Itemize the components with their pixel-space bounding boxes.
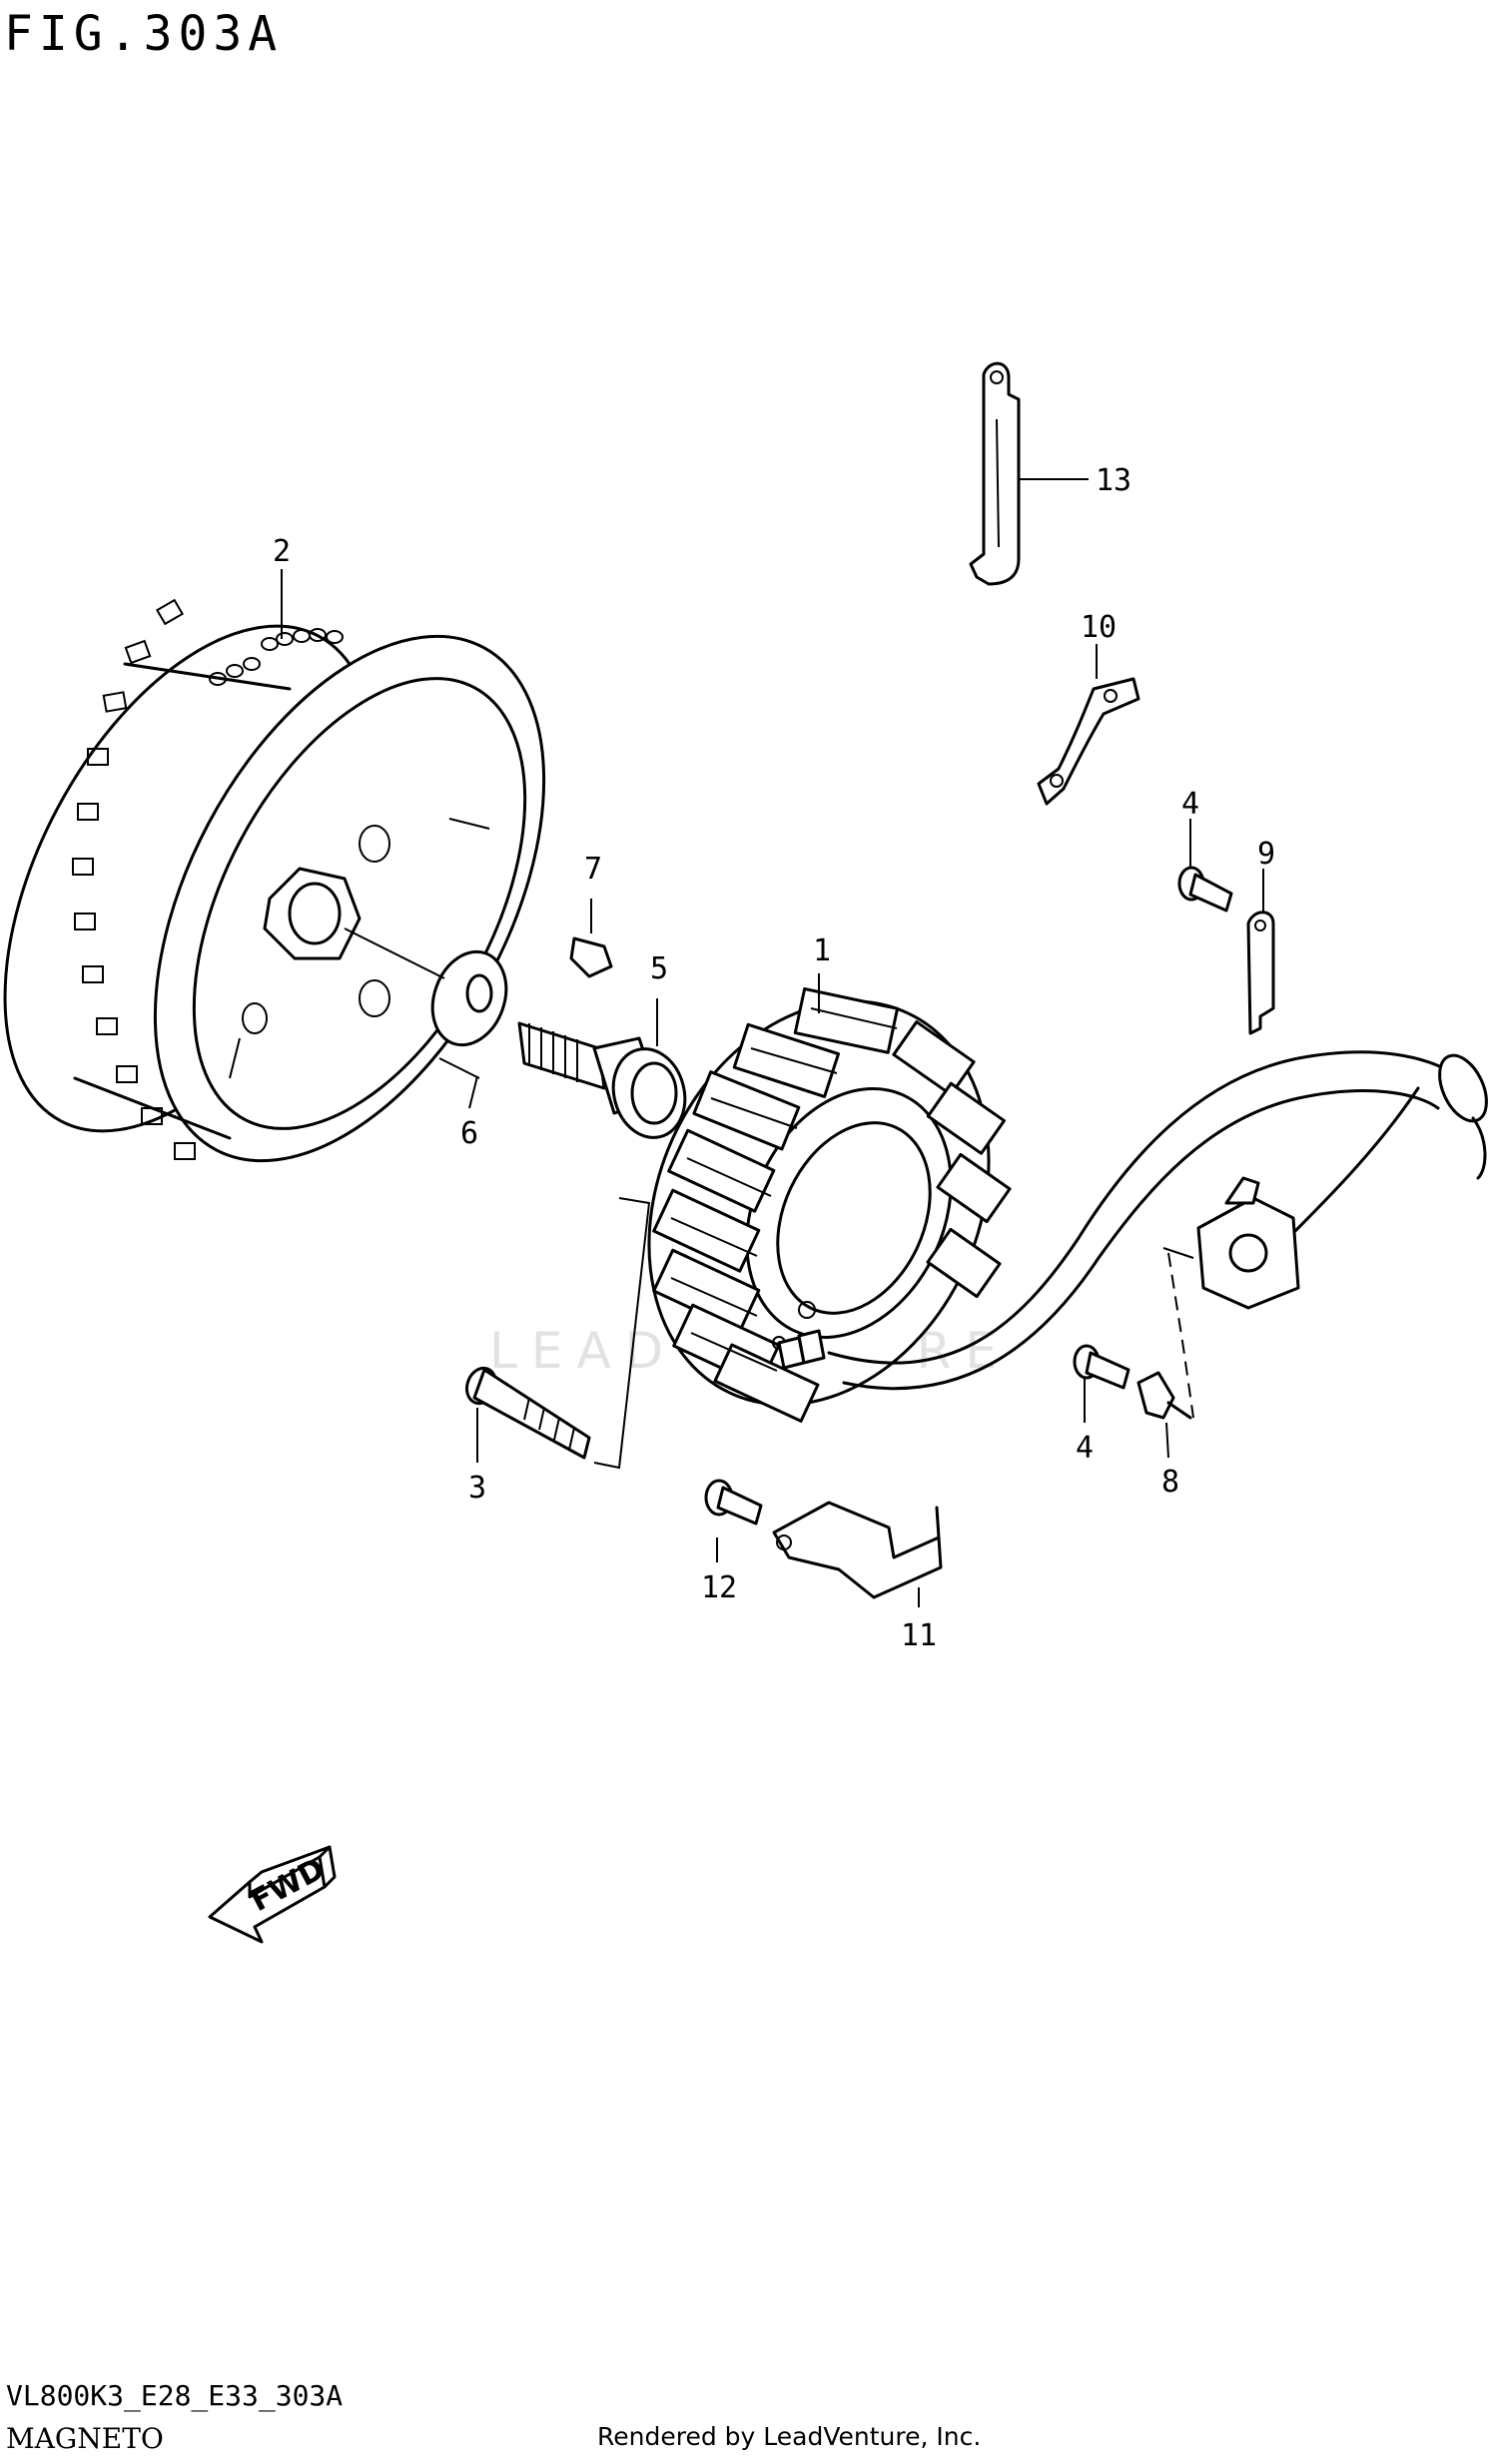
diagram-code: VL800K3_E28_E33_303A <box>6 2379 344 2412</box>
render-credit: Rendered by LeadVenture, Inc. <box>597 2422 982 2451</box>
callout-5: 5 <box>650 951 668 986</box>
leader-lines <box>593 1197 1194 1470</box>
callout-6: 6 <box>460 1116 478 1151</box>
diagram-name: MAGNETO <box>6 2422 164 2455</box>
callout-leaders <box>281 478 1264 1607</box>
figure-title: FIG.303A <box>4 6 284 62</box>
callout-4-upper: 4 <box>1181 787 1199 822</box>
screw-part-4-lower[interactable] <box>1073 1344 1130 1390</box>
screw-part-4-upper[interactable] <box>1177 866 1233 913</box>
callout-4-lower: 4 <box>1076 1431 1094 1466</box>
callout-7: 7 <box>584 852 602 887</box>
callout-10: 10 <box>1081 610 1117 645</box>
strap-part-13[interactable] <box>969 361 1021 586</box>
rotor-part-2[interactable] <box>0 566 624 1225</box>
callout-2: 2 <box>273 534 291 569</box>
key-part-7[interactable] <box>569 936 613 978</box>
callout-8: 8 <box>1161 1465 1179 1500</box>
stator-part-1[interactable] <box>585 945 1496 1461</box>
callout-12: 12 <box>701 1570 737 1605</box>
rotor-bolt-part-5[interactable] <box>517 1021 694 1146</box>
plate-part-11[interactable] <box>772 1501 943 1599</box>
strap-part-9[interactable] <box>1246 911 1275 1035</box>
callout-13: 13 <box>1096 463 1131 498</box>
bracket-part-10[interactable] <box>1037 677 1140 806</box>
stator-bolt-part-3[interactable] <box>462 1364 591 1460</box>
clamp-part-8[interactable] <box>1136 1371 1192 1420</box>
fwd-arrow-icon: FWD <box>208 1845 337 1944</box>
callout-3: 3 <box>468 1471 486 1506</box>
screw-part-12[interactable] <box>704 1479 763 1526</box>
callout-11: 11 <box>901 1618 937 1653</box>
washer-part-6[interactable] <box>344 927 518 1055</box>
callout-1: 1 <box>813 933 831 968</box>
callout-9: 9 <box>1257 837 1275 872</box>
